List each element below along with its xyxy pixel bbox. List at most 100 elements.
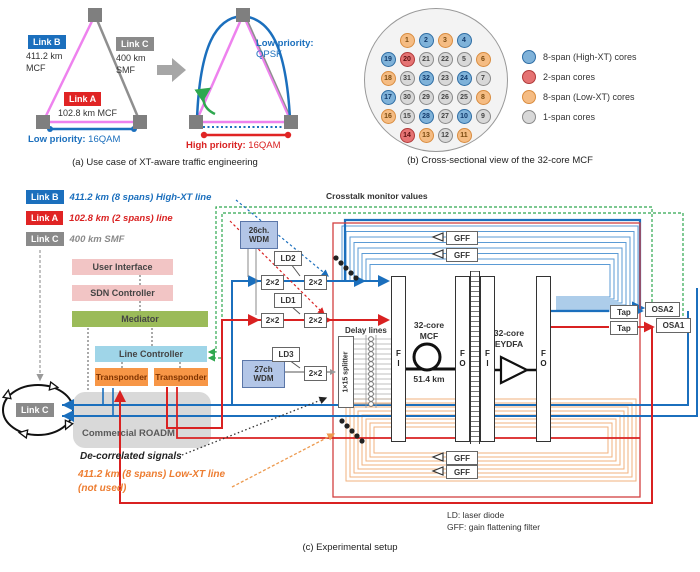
core-17: 17 [380,90,396,105]
core-11: 11 [456,128,472,143]
core-18: 18 [380,71,396,86]
ld3-box: LD3 [272,347,300,362]
core-5: 5 [456,52,472,67]
link-c-badge: Link C [116,37,154,51]
tap-1-box: Tap [610,305,638,319]
crosstalk-monitor-paths [207,206,684,362]
core-2: 2 [418,33,434,48]
gray-connectors [247,247,336,375]
priority-prefix: Low priority: [256,38,314,49]
two-span-red-loop [332,222,641,498]
core-22: 22 [437,52,453,67]
core-32: 32 [418,71,434,86]
splitter-label: 1×15 splitter [342,351,350,393]
after-high-priority-label: High priority: 16QAM [186,140,281,151]
mediator-box: Mediator [72,311,208,327]
control-dashed-links [87,275,181,392]
caption-c: (c) Experimental setup [302,542,398,553]
decorrelated-arrow [181,396,328,456]
core-21: 21 [418,52,434,67]
legend-item: 8-span (High-XT) cores [522,50,637,64]
link-text: 411.2 km (8 spans) High-XT line [69,191,212,203]
fan-in-label: F I [396,349,401,368]
crosstalk-monitor-label: Crosstalk monitor values [326,191,428,201]
core-29: 29 [418,90,434,105]
core-28: 28 [418,109,434,124]
legend-swatch-icon [522,90,536,104]
core-26: 26 [437,90,453,105]
transponder-left-box: Transponder [95,368,148,386]
fan-in-label: F I [485,349,490,368]
gff-box-4: GFF [446,465,478,479]
caption-a: (a) Use case of XT-aware traffic enginee… [72,157,258,168]
eydfa-amplifier-symbol [493,355,536,385]
ld2-box: LD2 [274,251,302,266]
wdm-27ch-line2: WDM [253,374,274,383]
link-b-distance: 411.2 km [26,51,63,61]
legend-label: 2-span cores [543,72,596,82]
coupler-2x2-red-2: 2×2 [304,313,327,328]
wdm-27ch-line1: 27ch [254,364,273,374]
legend-label: 1-span cores [543,112,596,122]
wdm-27ch-box: 27ch WDM [242,360,285,388]
fan-in-1-box: F I [391,276,406,442]
priority-value: 16QAM [88,134,121,145]
wdm-26ch-line1: 26ch. [248,225,270,235]
core-14: 14 [399,128,415,143]
delay-line-ribbon [352,335,391,408]
legend-label: 8-span (High-XT) cores [543,52,637,62]
mcf-label-1: 32-core [413,320,445,330]
sdn-controller-box: SDN Controller [72,285,173,301]
triangle-after [189,8,298,139]
low-xt-line-label: 411.2 km (8 spans) Low-XT line [78,469,226,480]
user-interface-box: User Interface [72,259,173,275]
coupler-2x2-ld3: 2×2 [304,366,327,381]
coupler-2x2-red-1: 2×2 [261,313,284,328]
coupler-2x2-blue-1: 2×2 [261,275,284,290]
transition-arrow [157,58,186,82]
legend-item: 8-span (Low-XT) cores [522,90,637,104]
wdm-26ch-box: 26ch. WDM [240,221,278,249]
delay-lines-label: Delay lines [345,326,387,335]
decorrelated-label: De-correlated signals [80,451,182,462]
link-text: 102.8 km (2 spans) line [69,212,173,224]
osa1-box: OSA1 [656,318,691,333]
priority-prefix: High priority: [186,140,246,151]
legend-swatch-icon [522,110,536,124]
core-30: 30 [399,90,415,105]
core-10: 10 [456,109,472,124]
mcf-length-label: 51.4 km [413,374,445,384]
roadm-box [73,392,211,448]
legend-swatch-icon [522,50,536,64]
link-badge: Link B [26,190,64,204]
core-1: 1 [399,33,415,48]
fan-out-label: F O [540,349,547,368]
core-19: 19 [380,52,396,67]
fiber-splice-coils-bottom [339,418,365,444]
core-27: 27 [437,109,453,124]
caption-b: (b) Cross-sectional view of the 32-core … [407,155,593,166]
abbrev-gff: GFF: gain flattening filter [447,522,541,532]
link-b-fiber-type: MCF [26,63,46,73]
core-3: 3 [437,33,453,48]
link-c-fiber-type: SMF [116,65,135,75]
link-c-distance: 400 km [116,53,146,63]
core-25: 25 [456,90,472,105]
fiber-splice-coils-top [333,255,359,281]
gff-isolator-icons [431,232,444,476]
priority-value: 16QAM [248,140,281,151]
gff-box-3: GFF [446,451,478,465]
link-a-distance: 102.8 km MCF [58,108,118,118]
connector-ladder [470,271,480,444]
core-13: 13 [418,128,434,143]
core-4: 4 [456,33,472,48]
tap-2-box: Tap [610,321,638,335]
mcf-coil-symbol [404,342,455,372]
gff-box-1: GFF [446,231,478,245]
roadm-label: Commercial ROADM [82,428,175,439]
